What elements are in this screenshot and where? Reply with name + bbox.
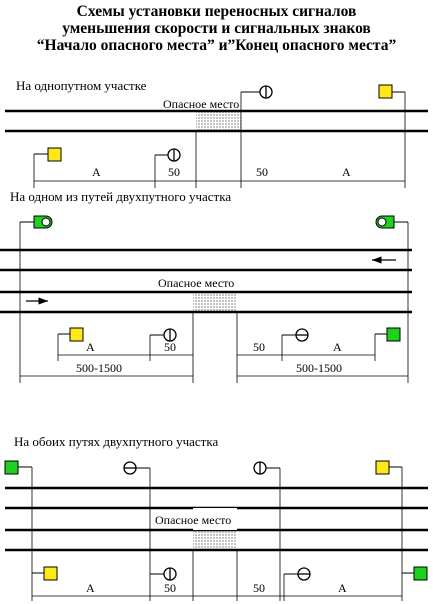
section-heading: На одном из путей двухпутного участка xyxy=(10,189,231,204)
dim-label: 50 xyxy=(253,581,265,595)
dim-label: 50 xyxy=(164,340,176,354)
section-single-track: На однопутном участке Опасное место xyxy=(5,78,428,188)
dim-label: А xyxy=(92,165,101,179)
section-both-double-tracks: На обоих путях двухпутного участка xyxy=(4,434,428,601)
danger-zone xyxy=(196,111,241,131)
start-sign xyxy=(150,567,177,581)
dim-label: А xyxy=(342,165,351,179)
green-signal xyxy=(4,460,33,601)
title-line-2: уменьшения скорости и сигнальных знаков xyxy=(62,20,371,37)
danger-zone-label: Опасное место xyxy=(155,513,231,527)
end-sign xyxy=(240,85,273,188)
start-sign xyxy=(149,328,177,361)
section-one-of-double-track: На одном из путей двухпутного участка Оп… xyxy=(0,189,412,383)
yellow-signal xyxy=(32,566,58,581)
yellow-signal xyxy=(33,147,62,188)
end-sign xyxy=(281,328,309,361)
yellow-signal xyxy=(378,84,406,188)
green-signal xyxy=(402,566,428,581)
section-heading: На обоих путях двухпутного участка xyxy=(14,434,218,449)
end-sign xyxy=(123,461,151,601)
danger-zone-label: Опасное место xyxy=(158,276,234,290)
yellow-signal xyxy=(375,460,403,601)
section-heading: На однопутном участке xyxy=(16,78,147,93)
title-line-3: “Начало опасного места” и”Конец опасного… xyxy=(36,37,397,54)
start-sign xyxy=(154,148,181,188)
dim-label: А xyxy=(86,581,95,595)
yellow-square-icon xyxy=(69,327,84,342)
dim-label: 50 xyxy=(164,581,176,595)
dim-label: А xyxy=(333,340,342,354)
danger-zone-label: Опасное место xyxy=(163,97,239,111)
dim-label: 50 xyxy=(168,165,180,179)
danger-zone xyxy=(193,530,237,550)
yellow-signal xyxy=(57,327,84,361)
end-sign xyxy=(284,567,311,581)
yellow-square-icon xyxy=(378,84,393,99)
dim-label: 50 xyxy=(253,340,265,354)
green-signal-right xyxy=(375,215,409,383)
green-signal-left xyxy=(19,215,53,383)
dim-label: А xyxy=(338,581,347,595)
start-sign xyxy=(253,461,281,601)
green-square-icon xyxy=(413,566,428,581)
range-dim-label: 500-1500 xyxy=(76,361,122,375)
danger-zone xyxy=(193,292,237,312)
dim-label: 50 xyxy=(256,165,268,179)
green-square-icon xyxy=(386,327,401,342)
yellow-square-icon xyxy=(47,147,62,162)
green-square-icon xyxy=(4,460,19,475)
yellow-square-icon xyxy=(43,566,58,581)
yellow-square-icon xyxy=(375,460,390,475)
dim-label: А xyxy=(86,340,95,354)
green-signal xyxy=(374,327,401,361)
range-dim-label: 500-1500 xyxy=(296,361,342,375)
title-line-1: Схемы установки переносных сигналов xyxy=(76,3,357,20)
